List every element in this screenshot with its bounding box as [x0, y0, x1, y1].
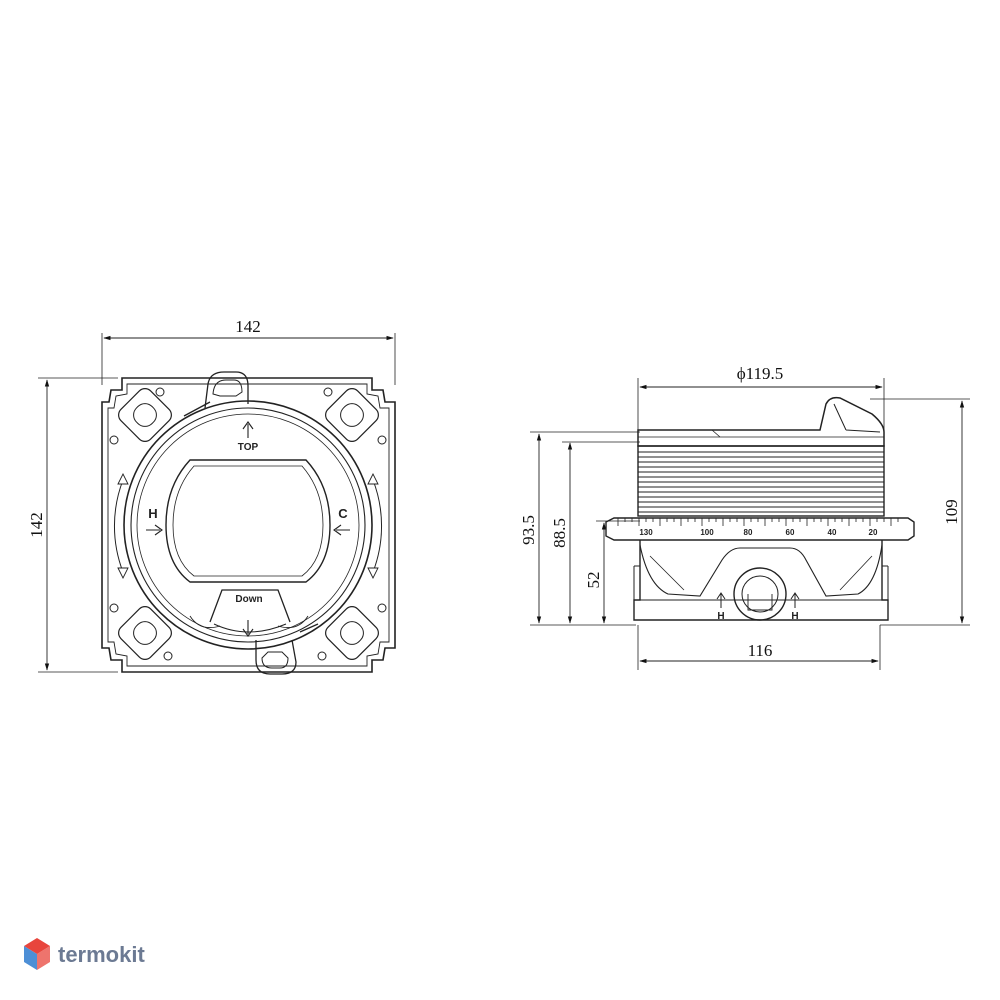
scale-label-80: 80 [744, 528, 753, 537]
side-base-width-dimension [637, 625, 881, 670]
down-handle [189, 589, 309, 633]
mounting-plate-outline [101, 377, 396, 673]
rotate-arrow-left-icon [113, 479, 124, 573]
front-view [38, 333, 396, 675]
side-height-109-dimension [870, 398, 970, 626]
scale-label-40: 40 [828, 528, 837, 537]
scale-label-130: 130 [639, 528, 653, 537]
port-arrow-left-icon [716, 592, 726, 608]
hot-arrow-icon [146, 524, 163, 536]
screw-holes [109, 387, 387, 661]
front-height-dimension [38, 377, 118, 673]
front-width-dimension [101, 333, 396, 385]
side-height-88-label: 88.5 [550, 518, 569, 548]
side-diameter-dimension [637, 378, 885, 432]
side-height-93-dimension [530, 431, 640, 626]
scale-ticks [617, 518, 899, 526]
side-diameter-label: ϕ119.5 [737, 364, 784, 383]
side-height-88-dimension [562, 441, 640, 624]
scale-label-20: 20 [869, 528, 878, 537]
corner-slot-bottom-right [325, 606, 379, 660]
port-arrow-right-icon [790, 592, 800, 608]
thread-lines [638, 451, 884, 513]
corner-slot-top-right [325, 388, 379, 442]
scale-label-100: 100 [700, 528, 714, 537]
cold-arrow-icon [333, 524, 350, 536]
brand-name: termokit [58, 942, 145, 967]
corner-slot-top-left [118, 388, 172, 442]
side-base-width-label: 116 [748, 641, 773, 660]
body-outer-ring [123, 400, 373, 650]
port-label-left: H [717, 611, 724, 622]
bottom-clip [255, 623, 319, 675]
central-port [733, 567, 787, 621]
hot-label: H [148, 506, 157, 521]
corner-slot-bottom-left [118, 606, 172, 660]
down-arrow-icon [242, 620, 254, 637]
top-cap [637, 396, 885, 447]
brand-logo-icon [24, 938, 50, 970]
front-width-label: 142 [235, 317, 261, 336]
port-label-right: H [791, 611, 798, 622]
threaded-body [637, 445, 885, 517]
rotate-arrow-right-icon [372, 479, 383, 573]
brand-watermark: termokit [22, 936, 145, 974]
top-label: TOP [238, 442, 259, 453]
top-clip [183, 371, 249, 417]
scale-label-60: 60 [786, 528, 795, 537]
side-height-52-label: 52 [584, 572, 603, 589]
side-view [530, 378, 970, 670]
side-height-93-label: 93.5 [519, 515, 538, 545]
top-arrow-icon [242, 421, 254, 438]
down-label: Down [235, 594, 262, 605]
front-height-label: 142 [27, 512, 46, 538]
scale-ring [605, 517, 915, 541]
side-height-109-label: 109 [942, 499, 961, 525]
display-window [165, 459, 331, 583]
cold-label: C [338, 506, 348, 521]
